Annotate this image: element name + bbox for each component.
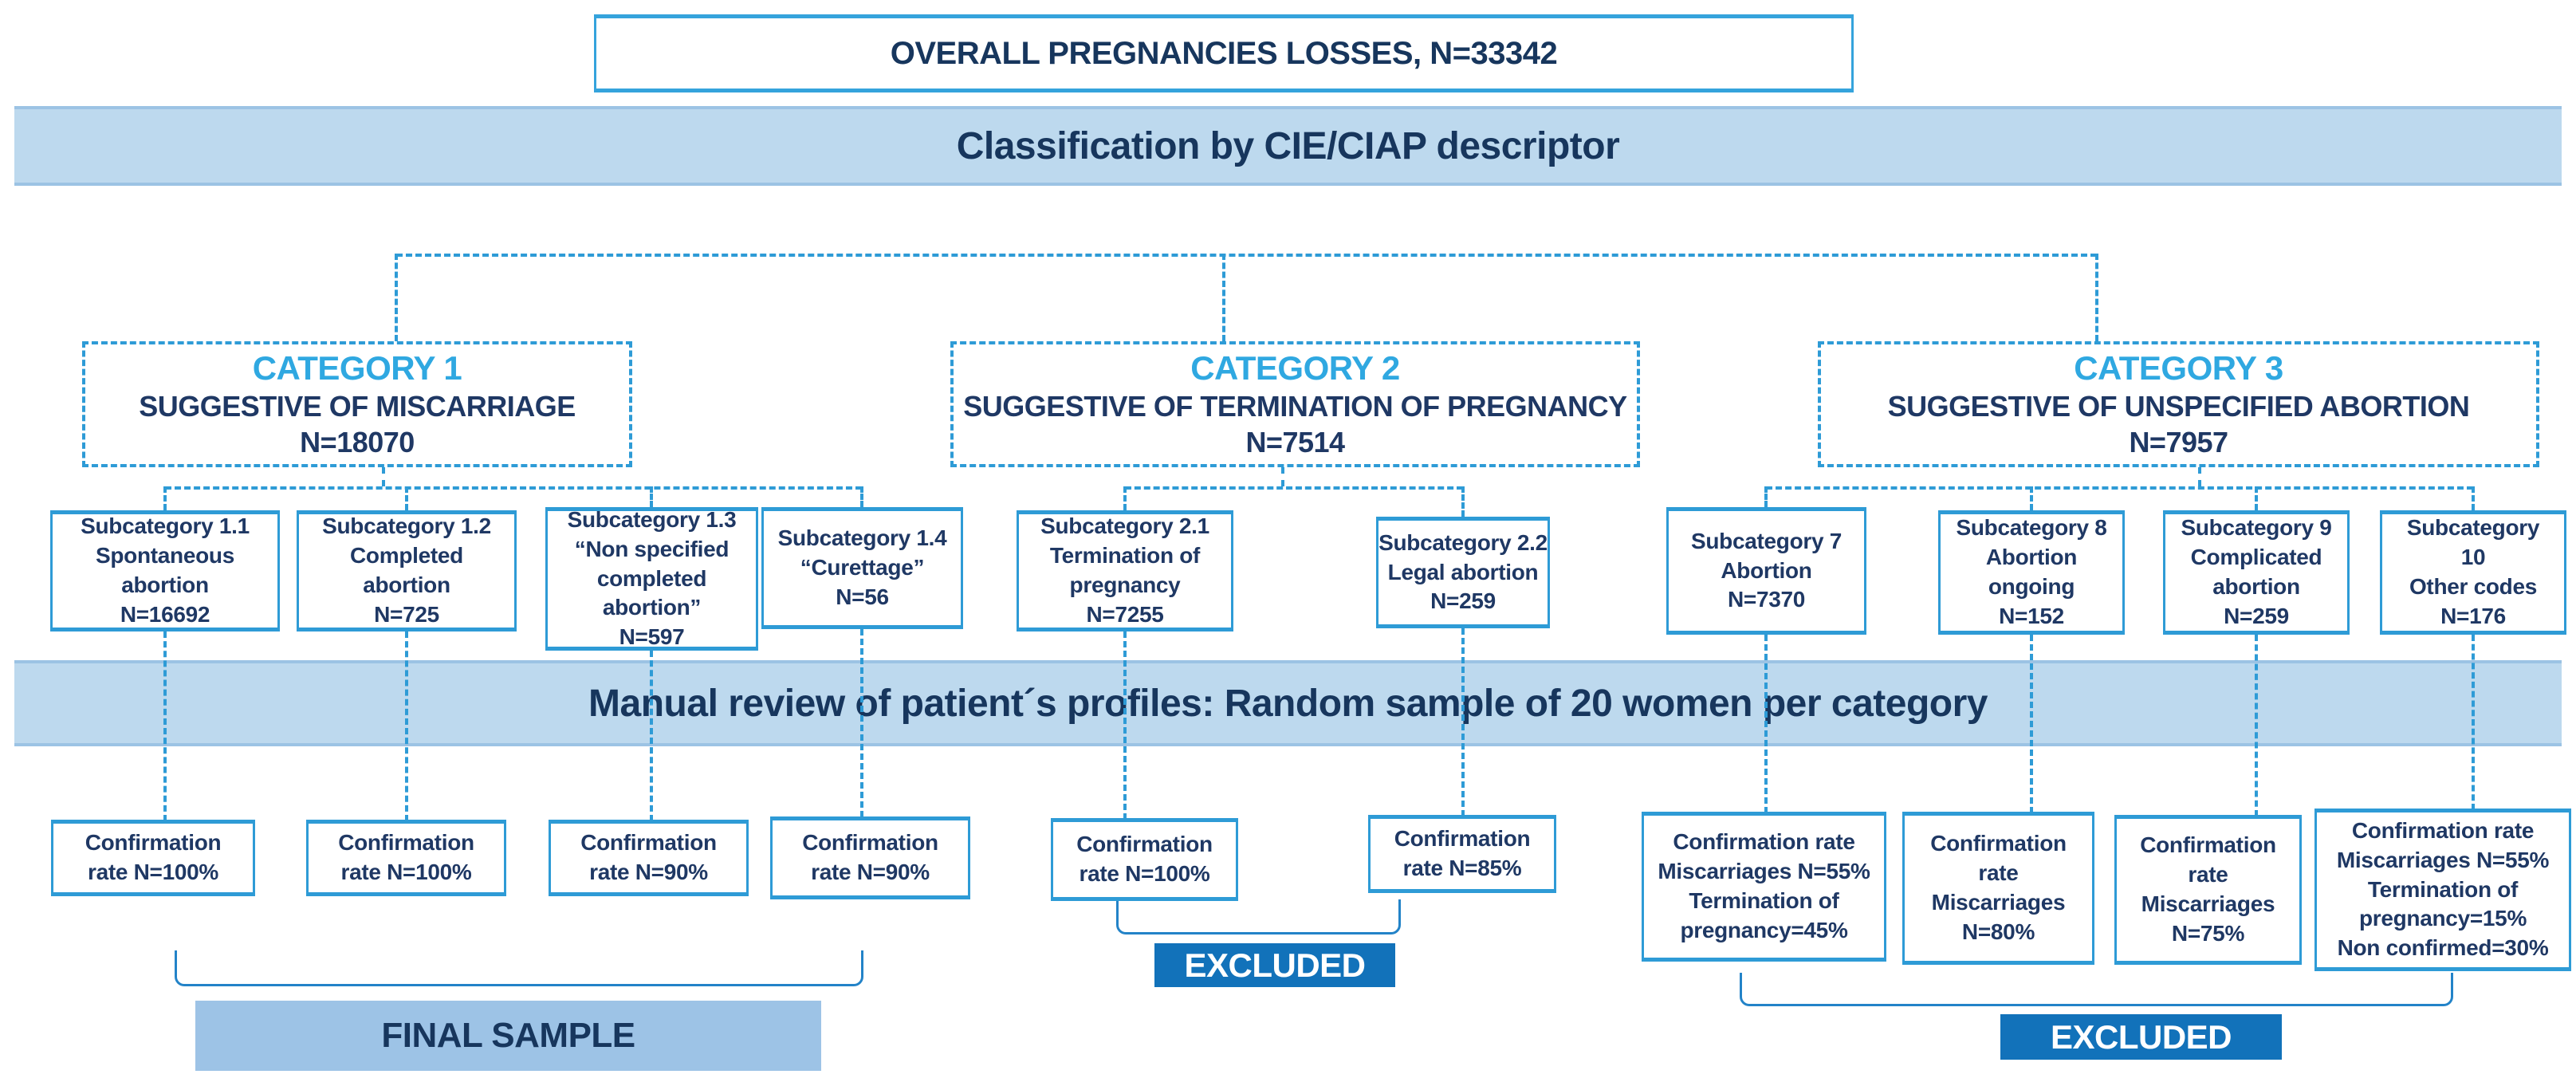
subcategory-box-1-4: Subcategory 1.4 “Curettage” N=56 <box>761 507 963 629</box>
confirmation-box-9: Confirmation rate Miscarriages N=75% <box>2114 815 2302 965</box>
connector-drop-subcategory-7 <box>1764 486 1768 507</box>
connector-drop-confirmation-2-1 <box>1123 631 1127 820</box>
connector-drop-subcategory-2-2 <box>1461 486 1465 517</box>
connector-drop-subcategory-10 <box>2472 486 2475 510</box>
connector-stub-category-2 <box>1281 467 1284 486</box>
subcategory-box-8: Subcategory 8 Abortion ongoing N=152 <box>1938 510 2125 635</box>
confirmation-box-1-3: Confirmation rate N=90% <box>549 820 749 896</box>
subcategory-box-1-1: Subcategory 1.1 Spontaneous abortion N=1… <box>50 510 280 631</box>
connector-stub-category-3 <box>2198 467 2201 486</box>
category-2-subtitle: SUGGESTIVE OF TERMINATION OF PREGNANCY <box>963 390 1627 423</box>
connector-drop-confirmation-8 <box>2030 635 2033 813</box>
connector-drop-subcategory-2-1 <box>1123 486 1127 510</box>
connector-drop-subcategory-8 <box>2030 486 2033 510</box>
category-3-subtitle: SUGGESTIVE OF UNSPECIFIED ABORTION <box>1887 390 2470 423</box>
category-box-3: CATEGORY 3 SUGGESTIVE OF UNSPECIFIED ABO… <box>1818 341 2539 467</box>
confirmation-box-1-2: Confirmation rate N=100% <box>306 820 506 896</box>
bracket-excluded-cat2 <box>1116 899 1401 934</box>
overall-title-box: OVERALL PREGNANCIES LOSSES, N=33342 <box>594 14 1854 92</box>
connector-drop-subcategory-1-2 <box>405 486 408 510</box>
category-1-subtitle: SUGGESTIVE OF MISCARRIAGE <box>139 390 576 423</box>
connector-stub-category-1 <box>382 467 385 486</box>
subcategory-box-1-3: Subcategory 1.3 “Non specified completed… <box>545 507 758 651</box>
category-1-count: N=18070 <box>300 426 415 459</box>
confirmation-box-8: Confirmation rate Miscarriages N=80% <box>1902 812 2094 965</box>
confirmation-box-7: Confirmation rate Miscarriages N=55% Ter… <box>1642 812 1886 962</box>
subcategory-box-7: Subcategory 7 Abortion N=7370 <box>1666 507 1866 635</box>
connector-drop-subcategory-1-4 <box>860 486 863 507</box>
connector-drop-subcategory-1-1 <box>163 486 167 510</box>
connector-drop-confirmation-2-2 <box>1461 628 1465 816</box>
excluded-cat3-label: EXCLUDED <box>2000 1014 2282 1060</box>
connector-subtree-category-2 <box>1125 486 1463 490</box>
bracket-final-sample <box>175 950 863 986</box>
category-3-name: CATEGORY 3 <box>2074 348 2283 387</box>
connector-subtree-category-3 <box>1766 486 2473 490</box>
connector-drop-confirmation-7 <box>1764 635 1768 813</box>
connector-drop-category-2 <box>1222 254 1225 341</box>
subcategory-box-10: Subcategory 10 Other codes N=176 <box>2380 510 2566 635</box>
connector-drop-confirmation-9 <box>2255 635 2258 816</box>
category-2-name: CATEGORY 2 <box>1190 348 1400 387</box>
category-box-2: CATEGORY 2 SUGGESTIVE OF TERMINATION OF … <box>950 341 1640 467</box>
connector-drop-category-3 <box>2095 254 2098 341</box>
final-sample-label: FINAL SAMPLE <box>195 1001 821 1071</box>
confirmation-box-10: Confirmation rate Miscarriages N=55% Ter… <box>2314 809 2571 971</box>
connector-drop-subcategory-1-3 <box>650 486 653 507</box>
connector-drop-category-1 <box>395 254 398 341</box>
connector-drop-confirmation-1-1 <box>163 631 167 821</box>
connector-subtree-category-1 <box>165 486 862 490</box>
connector-drop-confirmation-1-3 <box>650 651 653 821</box>
subcategory-box-1-2: Subcategory 1.2 Completed abortion N=725 <box>297 510 517 631</box>
excluded-cat2-label: EXCLUDED <box>1154 943 1395 987</box>
category-3-count: N=7957 <box>2129 426 2228 459</box>
confirmation-box-1-4: Confirmation rate N=90% <box>770 816 970 899</box>
subcategory-box-9: Subcategory 9 Complicated abortion N=259 <box>2163 510 2350 635</box>
manual-review-banner: Manual review of patient´s profiles: Ran… <box>14 660 2562 746</box>
connector-drop-confirmation-1-4 <box>860 629 863 817</box>
category-1-name: CATEGORY 1 <box>252 348 462 387</box>
confirmation-box-2-1: Confirmation rate N=100% <box>1051 818 1238 901</box>
bracket-excluded-cat3 <box>1740 973 2453 1006</box>
classification-banner: Classification by CIE/CIAP descriptor <box>14 106 2562 186</box>
connector-top-horizontal <box>396 254 2097 257</box>
subcategory-box-2-1: Subcategory 2.1 Termination of pregnancy… <box>1017 510 1233 631</box>
subcategory-box-2-2: Subcategory 2.2 Legal abortion N=259 <box>1376 517 1550 628</box>
category-2-count: N=7514 <box>1245 426 1345 459</box>
connector-drop-confirmation-1-2 <box>405 631 408 821</box>
category-box-1: CATEGORY 1 SUGGESTIVE OF MISCARRIAGE N=1… <box>82 341 632 467</box>
confirmation-box-2-2: Confirmation rate N=85% <box>1368 815 1556 893</box>
connector-drop-confirmation-10 <box>2472 635 2475 810</box>
connector-drop-subcategory-9 <box>2255 486 2258 510</box>
confirmation-box-1-1: Confirmation rate N=100% <box>51 820 255 896</box>
